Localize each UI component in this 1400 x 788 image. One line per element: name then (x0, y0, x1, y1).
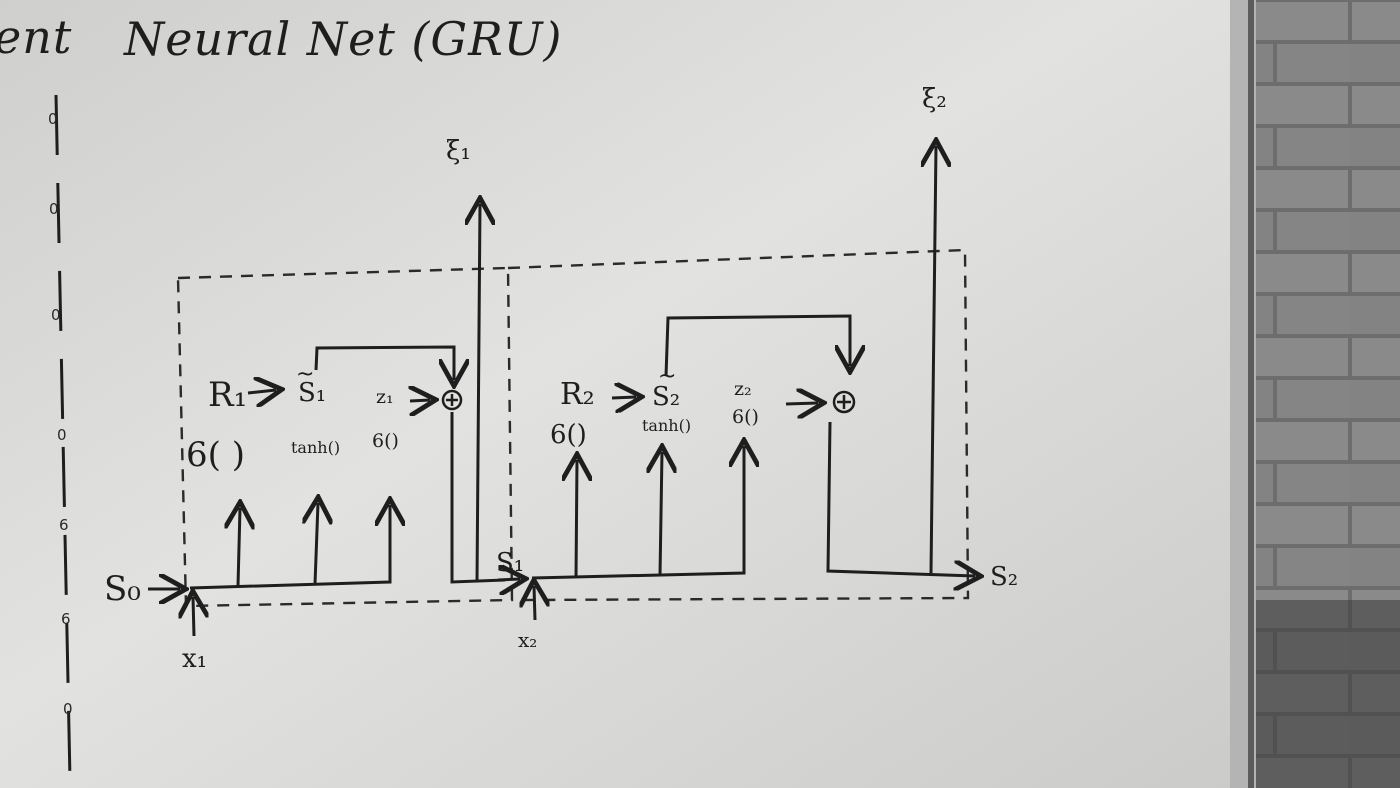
z2-fn-label: 6() (732, 406, 759, 428)
r2-fn-label: 6() (550, 420, 587, 450)
z1-fn-label: 6() (372, 430, 399, 452)
cell2-r-arrow (576, 460, 577, 579)
cell2-r-to-s-arrow (611, 397, 636, 398)
y1-label: ξ₁ (446, 136, 471, 166)
x2-input-arrow (534, 586, 535, 621)
cell1-candidate-arrow (315, 503, 318, 585)
z2-label: z₂ (734, 378, 752, 400)
title-fragment: ent (0, 10, 73, 64)
scale-tick: 0 (51, 306, 61, 324)
tilde-mark: ~ (658, 364, 677, 389)
left-scale-line (54, 94, 72, 781)
scale-tick: 6 (61, 610, 71, 628)
s1-link-arrow (497, 579, 520, 580)
x2-label: x₂ (518, 628, 538, 652)
cell1-output-line (450, 412, 506, 584)
cell1-r-to-s-arrow (247, 390, 276, 393)
cell1-bracket (314, 345, 454, 380)
x1-input-arrow (193, 597, 194, 637)
s2-label: S₂ (990, 562, 1019, 592)
s0-label: S₀ (104, 569, 141, 609)
s1-candidate-label: S₁ (298, 378, 327, 408)
cell1-y-arrow (477, 204, 480, 583)
page-title: Neural Net (GRU) (124, 12, 563, 66)
cell1-dashed-box (176, 266, 514, 608)
scale-tick: 0 (57, 426, 67, 444)
scale-tick: 0 (49, 200, 59, 218)
cell2-y-arrow (931, 146, 936, 574)
s1-tanh-label: tanh() (291, 438, 341, 457)
s1-label: S₁ (496, 548, 525, 578)
s2-tanh-label: tanh() (642, 416, 692, 435)
x1-label: x₁ (182, 644, 208, 674)
cell1-r-arrow (238, 508, 240, 587)
r1-fn-label: 6( ) (186, 435, 245, 475)
cell2-bracket (664, 314, 850, 377)
scale-tick: 6 (59, 516, 69, 534)
r1-label: R₁ (208, 375, 248, 415)
tilde-mark: ~ (296, 362, 315, 387)
scale-tick: 0 (48, 110, 58, 128)
cell2-z-to-plus-arrow (785, 403, 818, 404)
cell1-z-to-plus-arrow (410, 400, 430, 401)
cell2-plus-circle (832, 390, 856, 414)
r2-label: R₂ (560, 377, 595, 412)
cell1-plus-circle (441, 389, 463, 411)
cell2-state-line (531, 446, 744, 580)
z1-label: z₁ (376, 386, 394, 408)
cell2-dashed-box (507, 248, 970, 602)
cell2-candidate-arrow (660, 452, 662, 577)
cell2-output-line (826, 421, 975, 576)
scale-tick: 0 (63, 700, 73, 718)
y2-label: ξ₂ (922, 84, 947, 114)
s2-candidate-label: S₂ (652, 382, 681, 412)
cell1-state-line (189, 505, 390, 590)
